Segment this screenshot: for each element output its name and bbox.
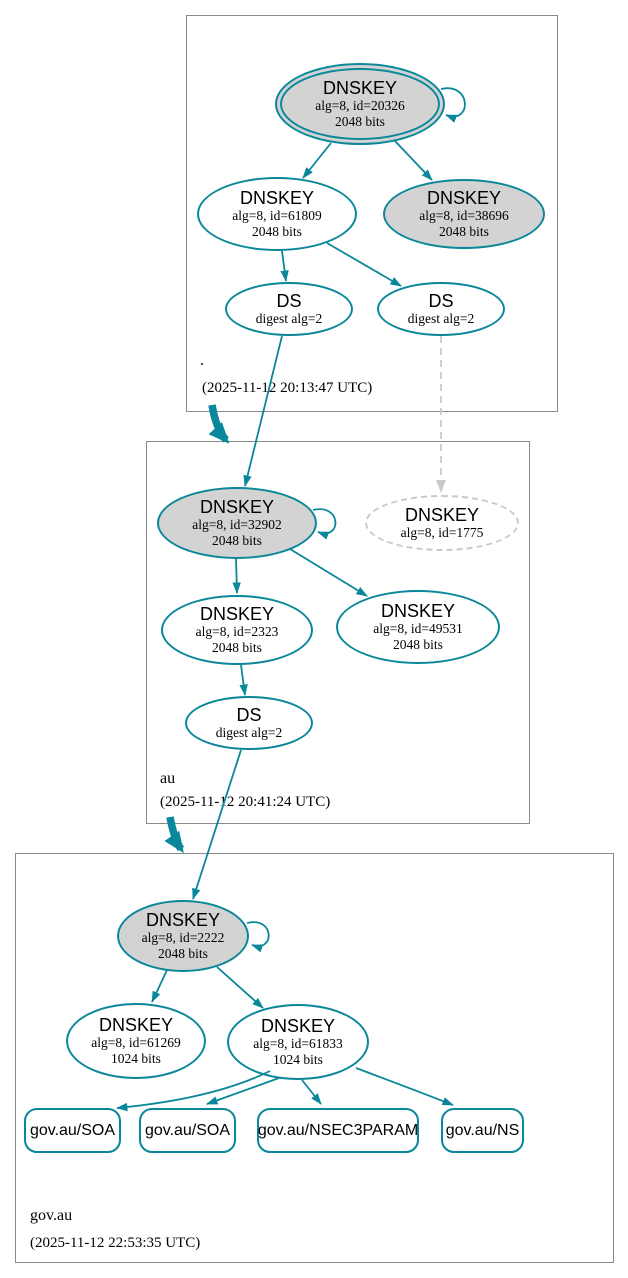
rrset-node-gov-au-ns[interactable]: gov.au/NS bbox=[441, 1108, 524, 1153]
zone-timestamp-au: (2025-11-12 20:41:24 UTC) bbox=[160, 794, 331, 810]
dnskey-node-gov-au-61269[interactable]: DNSKEY alg=8, id=61269 1024 bits bbox=[66, 1003, 206, 1079]
zone-timestamp-gov-au: (2025-11-12 22:53:35 UTC) bbox=[30, 1235, 201, 1251]
rrset-label: gov.au/NS bbox=[445, 1121, 520, 1139]
node-bits: 2048 bits bbox=[212, 639, 262, 655]
rrset-node-gov-au-soa-2[interactable]: gov.au/SOA bbox=[139, 1108, 236, 1153]
node-title: DS bbox=[276, 290, 302, 311]
node-title: DNSKEY bbox=[98, 1014, 174, 1035]
ds-node-root-1[interactable]: DS digest alg=2 bbox=[225, 282, 353, 336]
zone-box-gov-au bbox=[15, 853, 614, 1263]
node-bits: 2048 bits bbox=[393, 636, 443, 652]
node-detail: alg=8, id=2222 bbox=[141, 930, 225, 946]
ds-node-au[interactable]: DS digest alg=2 bbox=[185, 696, 313, 750]
dnskey-node-au-49531[interactable]: DNSKEY alg=8, id=49531 2048 bits bbox=[336, 590, 500, 664]
node-bits: 2048 bits bbox=[252, 223, 302, 239]
node-detail: digest alg=2 bbox=[407, 310, 475, 326]
rrset-node-gov-au-soa-1[interactable]: gov.au/SOA bbox=[24, 1108, 121, 1153]
node-title: DNSKEY bbox=[199, 603, 275, 624]
node-detail: alg=8, id=61833 bbox=[253, 1036, 343, 1052]
dnskey-node-au-ghost-1775[interactable]: DNSKEY alg=8, id=1775 bbox=[365, 495, 519, 551]
zone-label-au: au bbox=[160, 770, 176, 787]
zone-timestamp-root: (2025-11-12 20:13:47 UTC) bbox=[202, 380, 373, 396]
node-detail: alg=8, id=61269 bbox=[91, 1035, 181, 1051]
node-detail: alg=8, id=49531 bbox=[373, 621, 463, 637]
node-title: DNSKEY bbox=[426, 187, 502, 208]
dnskey-node-gov-au-61833[interactable]: DNSKEY alg=8, id=61833 1024 bits bbox=[227, 1004, 369, 1080]
zone-label-gov-au: gov.au bbox=[30, 1207, 73, 1224]
zone-label-root: . bbox=[200, 352, 204, 369]
node-title: DNSKEY bbox=[239, 187, 315, 208]
node-detail: alg=8, id=38696 bbox=[419, 208, 509, 224]
node-detail: alg=8, id=1775 bbox=[400, 524, 484, 540]
node-title: DS bbox=[428, 290, 454, 311]
rrset-label: gov.au/NSEC3PARAM bbox=[257, 1121, 419, 1139]
node-detail: digest alg=2 bbox=[255, 310, 323, 326]
dnskey-node-root-61809[interactable]: DNSKEY alg=8, id=61809 2048 bits bbox=[197, 177, 357, 251]
node-title: DNSKEY bbox=[380, 600, 456, 621]
node-title: DNSKEY bbox=[260, 1015, 336, 1036]
dnskey-node-gov-au-ksk-2222[interactable]: DNSKEY alg=8, id=2222 2048 bits bbox=[117, 900, 249, 972]
node-title: DS bbox=[236, 704, 262, 725]
ds-node-root-2[interactable]: DS digest alg=2 bbox=[377, 282, 505, 336]
node-detail: alg=8, id=20326 bbox=[315, 98, 405, 114]
node-bits: 1024 bits bbox=[273, 1051, 323, 1067]
node-bits: 2048 bits bbox=[212, 532, 262, 548]
node-detail: alg=8, id=2323 bbox=[195, 624, 279, 640]
node-title: DNSKEY bbox=[199, 496, 275, 517]
node-title: DNSKEY bbox=[145, 909, 221, 930]
dnskey-node-root-ksk-20326[interactable]: DNSKEY alg=8, id=20326 2048 bits bbox=[275, 63, 445, 145]
node-bits: 1024 bits bbox=[111, 1050, 161, 1066]
node-detail: digest alg=2 bbox=[215, 724, 283, 740]
dnskey-node-root-38696[interactable]: DNSKEY alg=8, id=38696 2048 bits bbox=[383, 179, 545, 249]
node-title: DNSKEY bbox=[404, 504, 480, 525]
rrset-label: gov.au/SOA bbox=[29, 1121, 116, 1139]
dnskey-node-au-ksk-32902[interactable]: DNSKEY alg=8, id=32902 2048 bits bbox=[157, 487, 317, 559]
node-title: DNSKEY bbox=[322, 77, 398, 98]
node-bits: 2048 bits bbox=[158, 945, 208, 961]
dnskey-node-au-2323[interactable]: DNSKEY alg=8, id=2323 2048 bits bbox=[161, 595, 313, 665]
node-detail: alg=8, id=32902 bbox=[192, 517, 282, 533]
node-bits: 2048 bits bbox=[439, 223, 489, 239]
rrset-node-gov-au-nsec3param[interactable]: gov.au/NSEC3PARAM bbox=[257, 1108, 419, 1153]
zone-box-root bbox=[186, 15, 558, 412]
zone-box-au bbox=[146, 441, 530, 824]
node-bits: 2048 bits bbox=[335, 113, 385, 129]
rrset-label: gov.au/SOA bbox=[144, 1121, 231, 1139]
node-detail: alg=8, id=61809 bbox=[232, 208, 322, 224]
